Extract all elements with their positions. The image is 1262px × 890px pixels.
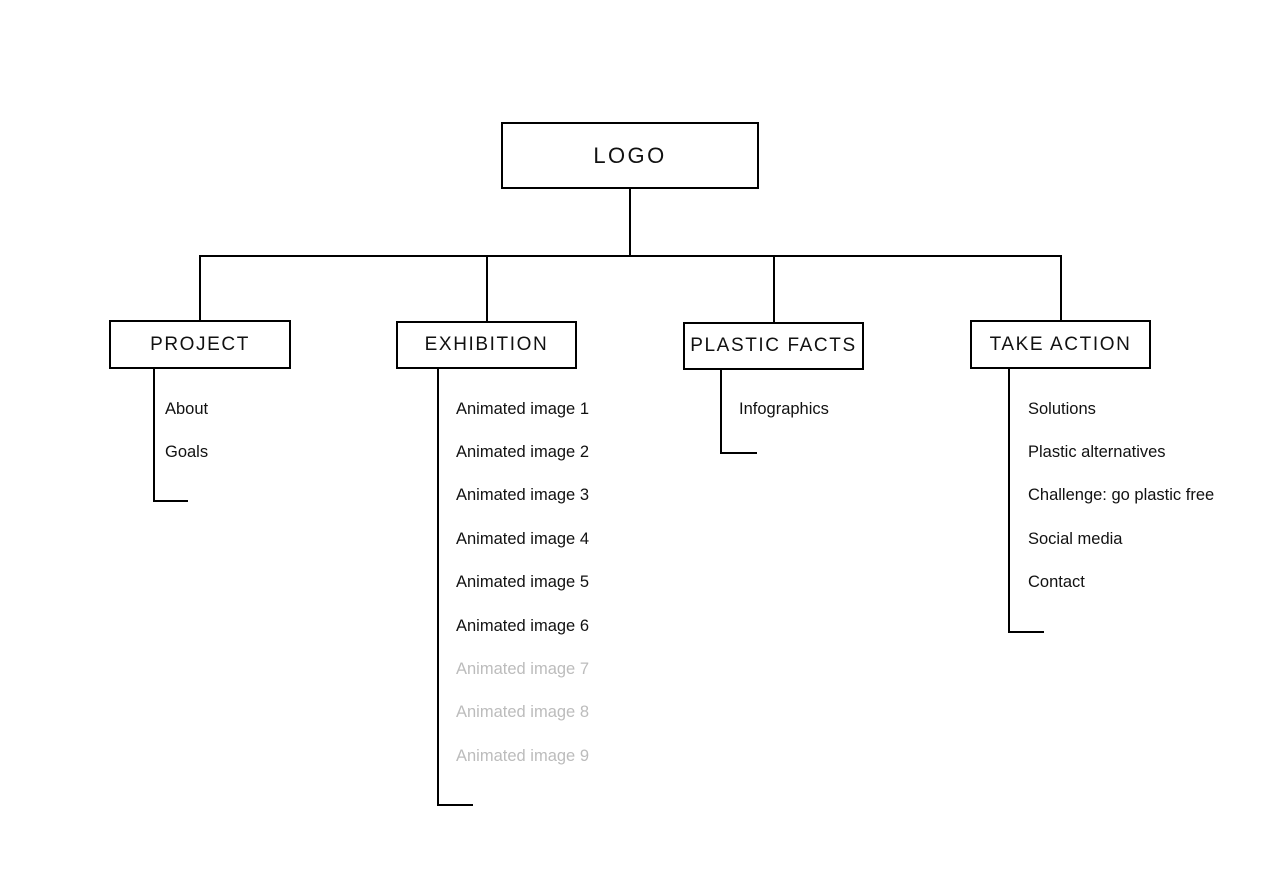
connector-horizontal-bus bbox=[199, 255, 1061, 257]
connector-foot-take-action bbox=[1008, 631, 1044, 633]
list-item[interactable]: Social media bbox=[1028, 530, 1123, 548]
connector-spine-plastic-facts bbox=[720, 370, 722, 454]
list-item[interactable]: Animated image 1 bbox=[456, 400, 589, 418]
list-item[interactable]: Animated image 3 bbox=[456, 486, 589, 504]
list-item[interactable]: Animated image 5 bbox=[456, 573, 589, 591]
list-item[interactable]: Animated image 4 bbox=[456, 530, 589, 548]
connector-spine-exhibition bbox=[437, 369, 439, 806]
list-item[interactable]: Challenge: go plastic free bbox=[1028, 486, 1215, 504]
node-take-action[interactable]: TAKE ACTION bbox=[970, 320, 1151, 369]
connector-spine-take-action bbox=[1008, 369, 1010, 633]
connector-drop-take-action bbox=[1060, 255, 1062, 321]
node-logo-label: LOGO bbox=[593, 142, 667, 168]
list-item[interactable]: Plastic alternatives bbox=[1028, 443, 1166, 461]
node-project-label: PROJECT bbox=[150, 333, 250, 355]
connector-foot-project bbox=[153, 500, 188, 502]
list-item[interactable]: Infographics bbox=[739, 400, 829, 418]
list-item[interactable]: Contact bbox=[1028, 573, 1085, 591]
node-plastic-facts-label: PLASTIC FACTS bbox=[690, 335, 857, 356]
list-item[interactable]: Goals bbox=[165, 443, 209, 461]
connector-drop-project bbox=[199, 255, 201, 321]
connector-logo-stem bbox=[629, 189, 631, 256]
node-exhibition-label: EXHIBITION bbox=[424, 334, 549, 355]
node-exhibition[interactable]: EXHIBITION bbox=[396, 321, 577, 369]
list-item[interactable]: Animated image 6 bbox=[456, 617, 589, 635]
node-plastic-facts[interactable]: PLASTIC FACTS bbox=[683, 322, 864, 370]
node-logo[interactable]: LOGO bbox=[501, 122, 759, 189]
connector-drop-plastic-facts bbox=[773, 255, 775, 322]
connector-foot-plastic-facts bbox=[720, 452, 757, 454]
list-item[interactable]: About bbox=[165, 400, 209, 418]
node-project[interactable]: PROJECT bbox=[109, 320, 291, 369]
connector-drop-exhibition bbox=[486, 255, 488, 321]
connector-foot-exhibition bbox=[437, 804, 473, 806]
node-take-action-label: TAKE ACTION bbox=[989, 333, 1132, 355]
list-item[interactable]: Animated image 8 bbox=[456, 703, 589, 721]
list-item[interactable]: Animated image 9 bbox=[456, 747, 589, 765]
list-item[interactable]: Animated image 7 bbox=[456, 660, 589, 678]
connector-spine-project bbox=[153, 369, 155, 502]
list-item[interactable]: Solutions bbox=[1028, 400, 1096, 418]
list-item[interactable]: Animated image 2 bbox=[456, 443, 589, 461]
